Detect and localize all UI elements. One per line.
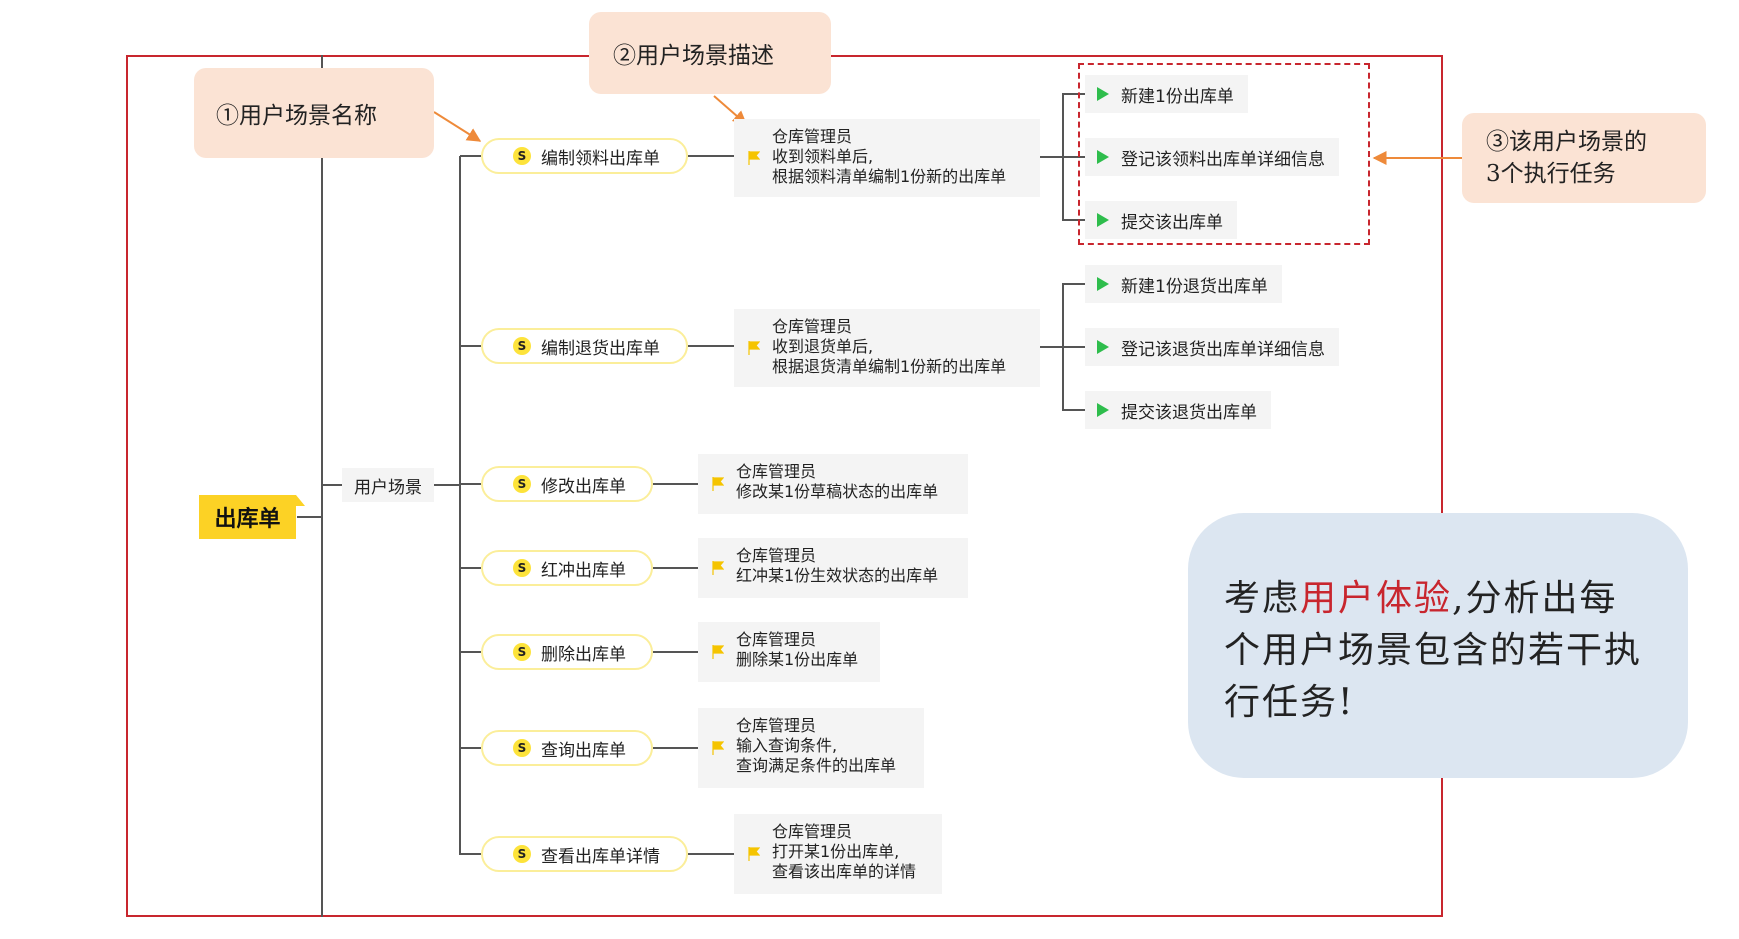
scenario-label: 编制领料出库单 bbox=[541, 148, 660, 169]
task-bracket-2 bbox=[1040, 283, 1085, 411]
flag-icon bbox=[748, 847, 760, 861]
task-label: 登记该退货出库单详细信息 bbox=[1121, 339, 1325, 360]
play-icon bbox=[1097, 87, 1109, 101]
tasks-highlight-box bbox=[1078, 63, 1370, 245]
task-label: 新建1份出库单 bbox=[1121, 86, 1234, 107]
note-text-2: ,分析出每个用户场景包含的若干执行任务! bbox=[1224, 578, 1643, 723]
play-icon bbox=[1097, 340, 1109, 354]
summary-note: 考虑用户体验,分析出每个用户场景包含的若干执行任务! bbox=[1188, 513, 1688, 778]
scenario-s-icon: S bbox=[513, 559, 531, 577]
task-label: 提交该退货出库单 bbox=[1121, 402, 1257, 423]
description-line: 收到退货单后, bbox=[772, 337, 874, 356]
flag-icon bbox=[712, 477, 724, 491]
play-icon bbox=[1097, 277, 1109, 291]
flag-icon bbox=[748, 341, 760, 355]
scenario-s-icon: S bbox=[513, 337, 531, 355]
task-node[interactable]: 提交该退货出库单 bbox=[1085, 391, 1271, 429]
play-icon bbox=[1097, 213, 1109, 227]
callout-tasks-line2: 3个执行任务 bbox=[1486, 161, 1616, 187]
description-line: 红冲某1份生效状态的出库单 bbox=[736, 566, 939, 585]
description-line: 仓库管理员 bbox=[736, 630, 817, 649]
scenario-s-icon: S bbox=[513, 739, 531, 757]
description-line: 根据退货清单编制1份新的出库单 bbox=[772, 357, 1007, 376]
scenario-label: 编制退货出库单 bbox=[541, 338, 660, 359]
task-label: 新建1份退货出库单 bbox=[1121, 276, 1268, 297]
scenario-label: 查看出库单详情 bbox=[541, 846, 660, 867]
description-line: 删除某1份出库单 bbox=[736, 650, 859, 669]
description-line: 根据领料清单编制1份新的出库单 bbox=[772, 167, 1007, 186]
description-line: 查询满足条件的出库单 bbox=[736, 756, 897, 775]
callout-scenario-name: ①用户场景名称 bbox=[194, 68, 434, 158]
callout-execution-tasks: ③该用户场景的 3个执行任务 bbox=[1462, 113, 1706, 203]
description-line: 查看该出库单的详情 bbox=[772, 862, 917, 881]
scenario-node[interactable]: S 查看出库单详情 bbox=[481, 836, 688, 872]
flag-icon bbox=[712, 741, 724, 755]
callout-tasks-line1: ③该用户场景的 bbox=[1486, 129, 1647, 155]
description-line: 仓库管理员 bbox=[772, 822, 853, 841]
scenario-node[interactable]: S 修改出库单 bbox=[481, 466, 653, 502]
callout-scenario-description: ②用户场景描述 bbox=[589, 12, 831, 94]
scenario-label: 删除出库单 bbox=[541, 644, 626, 665]
play-icon bbox=[1097, 403, 1109, 417]
description-line: 仓库管理员 bbox=[772, 317, 853, 336]
description-line: 仓库管理员 bbox=[772, 127, 853, 146]
description-line: 仓库管理员 bbox=[736, 462, 817, 481]
note-text-1: 考虑 bbox=[1224, 578, 1301, 619]
task-label: 提交该出库单 bbox=[1121, 212, 1223, 233]
flag-icon bbox=[748, 151, 760, 165]
scenario-node[interactable]: S 查询出库单 bbox=[481, 730, 653, 766]
description-line: 打开某1份出库单, bbox=[772, 842, 900, 861]
scenario-node[interactable]: S 红冲出库单 bbox=[481, 550, 653, 586]
description-line: 修改某1份草稿状态的出库单 bbox=[736, 482, 939, 501]
flag-icon bbox=[712, 561, 724, 575]
scenario-description[interactable]: 仓库管理员 收到退货单后, 根据退货清单编制1份新的出库单 bbox=[734, 309, 1040, 387]
flag-icon bbox=[712, 645, 724, 659]
scenario-node[interactable]: S 删除出库单 bbox=[481, 634, 653, 670]
root-node[interactable]: 出库单 bbox=[199, 495, 305, 539]
task-node[interactable]: 登记该退货出库单详细信息 bbox=[1085, 328, 1339, 366]
scenario-description[interactable]: 仓库管理员 收到领料单后, 根据领料清单编制1份新的出库单 bbox=[734, 119, 1040, 197]
scenario-description[interactable]: 仓库管理员 红冲某1份生效状态的出库单 bbox=[698, 538, 968, 598]
scenario-node[interactable]: S 编制领料出库单 bbox=[481, 138, 688, 174]
description-line: 输入查询条件, bbox=[736, 736, 838, 755]
description-line: 仓库管理员 bbox=[736, 716, 817, 735]
task-label: 登记该领料出库单详细信息 bbox=[1121, 149, 1325, 170]
task-node[interactable]: 登记该领料出库单详细信息 bbox=[1085, 138, 1339, 176]
scenario-description[interactable]: 仓库管理员 删除某1份出库单 bbox=[698, 622, 880, 682]
play-icon bbox=[1097, 150, 1109, 164]
scenario-s-icon: S bbox=[513, 475, 531, 493]
scenario-label: 查询出库单 bbox=[541, 740, 626, 761]
scenario-s-icon: S bbox=[513, 845, 531, 863]
scenario-label: 修改出库单 bbox=[541, 476, 626, 497]
note-highlight: 用户体验 bbox=[1300, 578, 1453, 619]
task-node[interactable]: 新建1份出库单 bbox=[1085, 75, 1248, 113]
callout-arrow-name bbox=[433, 111, 482, 142]
scenario-description[interactable]: 仓库管理员 修改某1份草稿状态的出库单 bbox=[698, 454, 968, 514]
scenario-description[interactable]: 仓库管理员 打开某1份出库单, 查看该出库单的详情 bbox=[734, 814, 942, 894]
scenario-s-icon: S bbox=[513, 147, 531, 165]
scenario-node[interactable]: S 编制退货出库单 bbox=[481, 328, 688, 364]
group-node-user-scenarios[interactable]: 用户场景 bbox=[342, 468, 434, 502]
task-node[interactable]: 提交该出库单 bbox=[1085, 201, 1237, 239]
description-line: 仓库管理员 bbox=[736, 546, 817, 565]
scenario-label: 红冲出库单 bbox=[541, 560, 626, 581]
scenario-links bbox=[460, 155, 734, 855]
description-line: 收到领料单后, bbox=[772, 147, 874, 166]
task-node[interactable]: 新建1份退货出库单 bbox=[1085, 265, 1282, 303]
scenario-s-icon: S bbox=[513, 643, 531, 661]
scenario-description[interactable]: 仓库管理员 输入查询条件, 查询满足条件的出库单 bbox=[698, 708, 924, 788]
task-bracket-1 bbox=[1040, 93, 1085, 221]
